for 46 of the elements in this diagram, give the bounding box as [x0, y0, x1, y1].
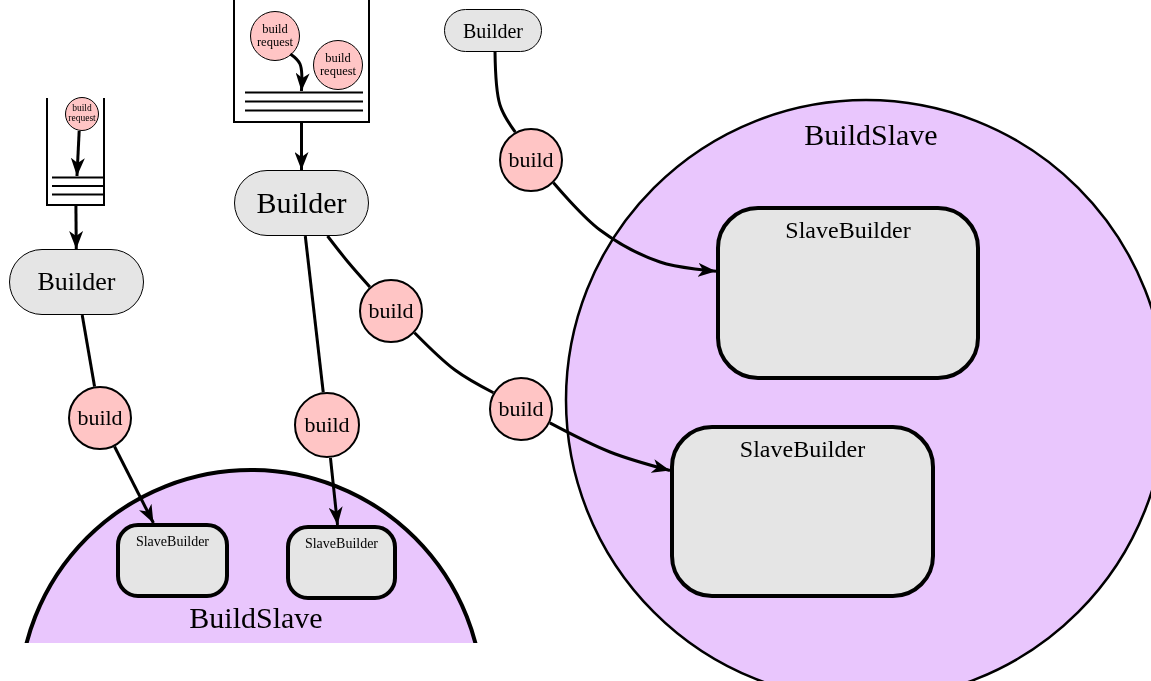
arrow	[294, 123, 309, 170]
node-label: build	[304, 414, 350, 436]
build-request-circle	[313, 40, 363, 90]
node-label: build request	[255, 22, 295, 50]
slavebuilder-box	[670, 425, 935, 598]
node-label: SlaveBuilder	[785, 218, 911, 242]
node-label: build	[77, 407, 123, 429]
build-circle	[68, 386, 132, 450]
connector-line	[303, 235, 325, 393]
node-label: BuildSlave	[189, 603, 323, 633]
build-circle	[489, 377, 553, 441]
node-label: build request	[318, 51, 358, 79]
arrow	[289, 52, 310, 92]
connector-line	[413, 331, 495, 395]
node-label: Builder	[37, 269, 116, 295]
node-label: BuildSlave	[804, 120, 938, 150]
connector-line	[326, 235, 371, 288]
slavebuilder-box	[716, 206, 980, 380]
queue-stack	[245, 91, 363, 112]
builder-pill	[444, 9, 542, 52]
node-label: SlaveBuilder	[304, 537, 379, 551]
arrow	[328, 457, 343, 526]
queue-stack	[52, 176, 105, 196]
queue-container	[46, 98, 105, 206]
node-label: build	[508, 149, 554, 171]
build-circle	[359, 279, 423, 343]
arrow	[69, 206, 84, 249]
slavebuilder-box	[116, 523, 229, 598]
node-label: Builder	[256, 188, 347, 218]
build-request-circle	[65, 97, 99, 131]
node-label: build	[368, 300, 414, 322]
node-label: build	[498, 398, 544, 420]
build-circle	[499, 128, 563, 192]
build-request-circle	[250, 11, 300, 61]
slavebuilder-box	[286, 525, 397, 600]
connector-line	[493, 51, 517, 133]
arrow	[113, 445, 155, 524]
node-label: Builder	[463, 20, 523, 41]
connector-line	[80, 314, 97, 387]
arrow	[549, 421, 671, 473]
queue-container	[233, 0, 370, 123]
arrow	[552, 181, 717, 277]
node-label: SlaveBuilder	[135, 535, 210, 549]
arrow	[70, 130, 85, 177]
node-label: SlaveBuilder	[739, 437, 866, 461]
node-label: build request	[67, 104, 97, 124]
